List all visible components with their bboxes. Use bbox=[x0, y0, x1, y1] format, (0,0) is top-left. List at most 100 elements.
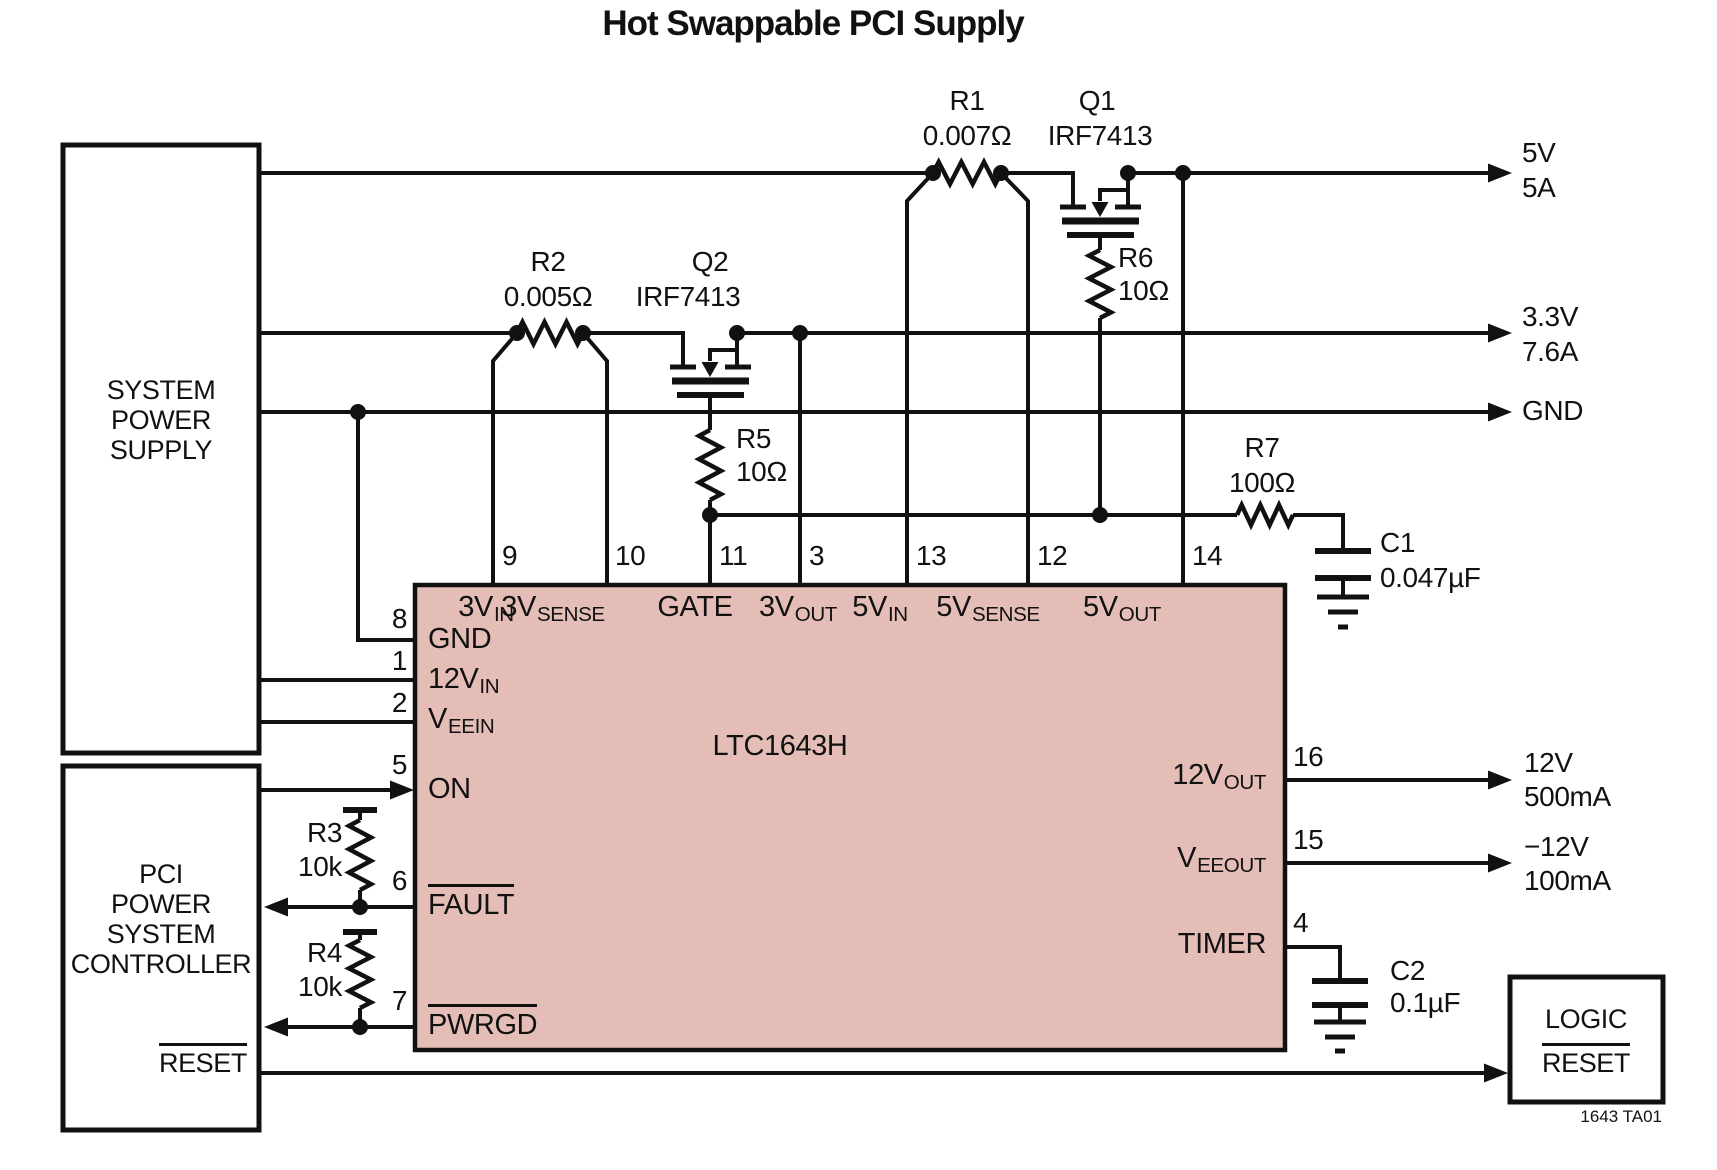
arrow-pwrgd-out bbox=[264, 1017, 288, 1037]
resistor-r5 bbox=[694, 428, 726, 502]
ic-pin-5vsense: 5VSENSE bbox=[936, 591, 1040, 626]
resistor-r3-ref: R3 bbox=[307, 817, 342, 848]
pin-number-16: 16 bbox=[1293, 741, 1324, 772]
logic-reset-label: RESET bbox=[1541, 1043, 1630, 1077]
resistor-r1 bbox=[931, 157, 1003, 189]
arrow-neg12v-out bbox=[1488, 853, 1512, 873]
mosfet-q1-value: IRF7413 bbox=[1047, 120, 1153, 151]
arrow-fault-out bbox=[264, 897, 288, 917]
ic-pin-fault: FAULT bbox=[428, 884, 514, 920]
pci-controller-line2: POWER bbox=[110, 889, 212, 919]
ground-symbol-c1 bbox=[1317, 594, 1369, 630]
capacitor-c1-ref: C1 bbox=[1380, 527, 1415, 558]
pin-number-3: 3 bbox=[809, 540, 825, 571]
wire-pin8-gnd bbox=[356, 412, 415, 642]
wire-pin10-3vsense bbox=[581, 331, 609, 585]
capacitor-c2-ref: C2 bbox=[1390, 955, 1425, 986]
ic-pin-5vin: 5VIN bbox=[852, 591, 908, 626]
ic-pin-5vout: 5VOUT bbox=[1083, 591, 1161, 626]
logic-box bbox=[1507, 974, 1666, 1105]
pin-number-6: 6 bbox=[391, 865, 408, 896]
wire-pin13-5vin bbox=[905, 171, 935, 585]
wire-3v3-rail bbox=[259, 331, 1492, 365]
arrow-on-in bbox=[390, 780, 414, 800]
rail-12v-label: 12V bbox=[1524, 747, 1573, 778]
rail-3v3-rating: 7.6A bbox=[1522, 336, 1578, 367]
rail-neg12v-label: −12V bbox=[1524, 831, 1589, 862]
rail-gnd-label: GND bbox=[1522, 395, 1584, 426]
rail-3v3-label: 3.3V bbox=[1522, 301, 1578, 332]
arrow-5v-out bbox=[1488, 163, 1512, 183]
pin-number-1: 1 bbox=[391, 645, 408, 676]
system-supply-line2: POWER bbox=[110, 405, 212, 435]
ground-symbol-c2 bbox=[1314, 1019, 1366, 1054]
resistor-r2-value: 0.005Ω bbox=[503, 281, 593, 312]
resistor-r6-ref: R6 bbox=[1118, 242, 1153, 273]
rail-neg12v-rating: 100mA bbox=[1524, 865, 1611, 896]
system-supply-line3: SUPPLY bbox=[109, 435, 213, 465]
resistor-r6 bbox=[1084, 248, 1116, 320]
mosfet-q1-ref: Q1 bbox=[1078, 85, 1116, 116]
ic-name: LTC1643H bbox=[712, 730, 848, 762]
wire-pin9-3vin bbox=[491, 331, 519, 585]
pci-reset-label: RESET bbox=[158, 1043, 247, 1077]
resistor-r2-ref: R2 bbox=[530, 246, 566, 277]
rail-12v-rating: 500mA bbox=[1524, 781, 1611, 812]
junction-dots bbox=[350, 165, 1191, 1035]
resistor-r2 bbox=[514, 316, 586, 350]
resistor-r1-ref: R1 bbox=[949, 85, 985, 116]
system-supply-line1: SYSTEM bbox=[106, 375, 216, 405]
capacitor-c2-value: 0.1µF bbox=[1390, 987, 1461, 1018]
arrow-gnd-out bbox=[1488, 402, 1512, 422]
ic-pin-3vsense: 3VSENSE bbox=[501, 591, 605, 626]
ic-pin-veeout: VEEOUT bbox=[1177, 842, 1266, 877]
resistor-r7 bbox=[1234, 499, 1296, 531]
resistor-r6-value: 10Ω bbox=[1118, 275, 1169, 306]
pin-number-13: 13 bbox=[916, 540, 947, 571]
system-power-supply-box bbox=[60, 142, 262, 756]
wire-gate-sense-interconnect bbox=[710, 513, 1345, 548]
ic-body bbox=[412, 582, 1288, 1053]
resistor-r4 bbox=[343, 929, 377, 1027]
pin-number-11: 11 bbox=[719, 540, 748, 571]
wire-5v-rail bbox=[259, 171, 1492, 205]
resistor-r3 bbox=[343, 807, 377, 907]
resistor-r4-ref: R4 bbox=[307, 937, 342, 968]
ic-pin-12vin: 12VIN bbox=[428, 663, 500, 698]
capacitor-c1 bbox=[1315, 548, 1371, 630]
pin-number-5: 5 bbox=[391, 749, 408, 780]
pin-number-9: 9 bbox=[502, 540, 518, 571]
mosfet-q2-value: IRF7413 bbox=[635, 281, 741, 312]
arrow-reset bbox=[1484, 1063, 1508, 1083]
pci-controller-line3: SYSTEM bbox=[106, 919, 216, 949]
ic-pin-veein: VEEIN bbox=[428, 703, 495, 738]
ic-pin-3vout: 3VOUT bbox=[759, 591, 837, 626]
pci-controller-box bbox=[60, 763, 262, 1133]
resistor-r4-value: 10k bbox=[298, 971, 342, 1002]
ic-pin-on: ON bbox=[428, 773, 471, 805]
wire-pin4-timer bbox=[1285, 945, 1342, 978]
arrow-3v3-out bbox=[1488, 323, 1512, 343]
capacitor-c2 bbox=[1312, 978, 1368, 1054]
arrow-12v-out bbox=[1488, 770, 1512, 790]
figure-caption: 1643 TA01 bbox=[1580, 1107, 1662, 1126]
resistor-r5-value: 10Ω bbox=[736, 456, 787, 487]
pin-number-4: 4 bbox=[1293, 907, 1309, 938]
resistor-r7-value: 100Ω bbox=[1228, 467, 1296, 498]
rail-5v-label: 5V bbox=[1522, 137, 1556, 168]
pci-controller-line1: PCI bbox=[139, 859, 183, 889]
ic-pin-12vout: 12VOUT bbox=[1172, 759, 1266, 794]
ic-pin-gate: GATE bbox=[657, 591, 733, 623]
mosfet-q2-ref: Q2 bbox=[691, 246, 729, 277]
pin-number-14: 14 bbox=[1192, 540, 1223, 571]
pin-number-10: 10 bbox=[615, 540, 646, 571]
wire-pin12-5vsense bbox=[999, 171, 1030, 585]
pci-controller-line4: CONTROLLER bbox=[70, 949, 252, 979]
pin-number-2: 2 bbox=[391, 687, 408, 718]
resistor-r3-value: 10k bbox=[298, 851, 342, 882]
pin-number-8: 8 bbox=[391, 603, 408, 634]
capacitor-c1-value: 0.047µF bbox=[1380, 562, 1481, 593]
pin-number-7: 7 bbox=[391, 985, 408, 1016]
